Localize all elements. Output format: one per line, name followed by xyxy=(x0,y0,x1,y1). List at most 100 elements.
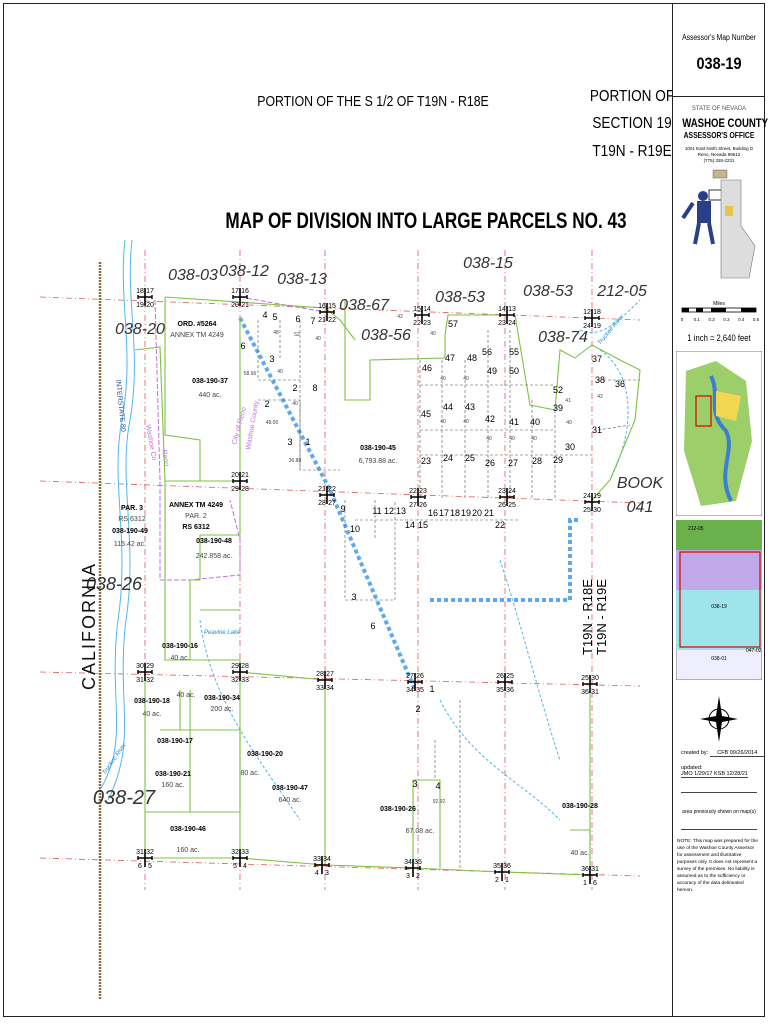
parcel-apn: 038-190-28 xyxy=(562,803,598,810)
corner-section-number: 36 xyxy=(581,866,589,873)
parcel-apn: RS 6312 xyxy=(182,524,209,531)
corner-section-number: 2 xyxy=(495,877,499,884)
corner-section-number: 35 xyxy=(414,859,422,866)
lot-number: 55 xyxy=(509,347,519,357)
previously-shown-label: area previously shown on map(s) xyxy=(682,809,756,815)
stream-line xyxy=(599,349,629,481)
disclaimer-note: NOTE: This map was prepared for the use … xyxy=(677,839,758,893)
office-label: ASSESSOR'S OFFICE xyxy=(683,131,755,140)
adjacent-map-label: 038-20 xyxy=(115,321,165,338)
lot-number: 2 xyxy=(292,383,297,393)
lot-number: 4 xyxy=(435,781,440,791)
lot-number: 22 xyxy=(495,520,505,530)
lot-acreage: 36.80 xyxy=(289,458,302,464)
corner-section-number: 26 xyxy=(496,673,504,680)
corner-section-number: 20 xyxy=(231,472,239,479)
corner-section-number: 35 xyxy=(493,863,501,870)
section-line xyxy=(39,480,641,504)
annexation-line xyxy=(430,518,580,602)
corner-section-number: 28 xyxy=(316,671,324,678)
lot-number: 29 xyxy=(553,455,563,465)
lot-acreage: 58.96 xyxy=(244,371,257,377)
lot-number: 24 xyxy=(443,453,453,463)
corner-section-number: 6 xyxy=(138,863,142,870)
scale-tick: 0 xyxy=(681,317,684,322)
corner-section-number: 1 xyxy=(583,880,587,887)
map-lines xyxy=(39,239,641,1000)
parcel-boundary xyxy=(189,481,241,660)
corner-section-number: 32 xyxy=(146,677,154,684)
stream-line xyxy=(439,699,561,821)
locator-label: 047-02 xyxy=(746,648,762,654)
corner-section-number: 34 xyxy=(326,685,334,692)
adjacent-map-label: 038-53 xyxy=(435,289,485,306)
corner-section-number: 3 xyxy=(325,870,329,877)
locator-map-vicinity: 212-05 038-19 038-01 047-02 xyxy=(676,520,762,680)
parcel-apn: 038-190-18 xyxy=(134,698,170,705)
portion-title: PORTION OF THE S 1/2 OF T19N - R18E xyxy=(257,93,488,109)
adjacent-map-label: 038-12 xyxy=(219,263,269,280)
corner-section-number: 18 xyxy=(136,288,144,295)
corner-section-number: 35 xyxy=(416,687,424,694)
stream-line xyxy=(199,619,301,821)
adjacent-map-label: 038-03 xyxy=(168,267,218,284)
lot-acreage: 40 xyxy=(430,331,436,337)
parcel-area: 115.42 ac. xyxy=(114,541,146,548)
lot-number: 30 xyxy=(565,442,575,452)
parcel-label: PAR. 3RS 6312 xyxy=(118,505,145,523)
adjacent-map-label: 212-05 xyxy=(596,283,647,300)
corner-section-number: 26 xyxy=(498,502,506,509)
scale-title: Miles xyxy=(713,301,725,307)
parcel-area: 6,793.88 ac. xyxy=(359,458,398,465)
stream-line xyxy=(107,239,135,801)
annexation-line xyxy=(238,317,417,691)
corner-section-number: 22 xyxy=(328,486,336,493)
created-label: created by: xyxy=(681,750,709,756)
parcel-map: PORTION OF THE S 1/2 OF T19N - R18E PORT… xyxy=(39,88,672,1000)
corner-section-number: 21 xyxy=(318,317,326,324)
parcel-area: RS 6312 xyxy=(118,516,145,523)
corner-section-number: 31 xyxy=(136,849,144,856)
lot-number: 23 xyxy=(421,456,431,466)
lot-number: 7 xyxy=(310,316,315,326)
scale-tick: 0.1 xyxy=(694,317,701,322)
corner-section-number: 29 xyxy=(231,663,239,670)
stream-line xyxy=(579,299,641,334)
lot-number: 57 xyxy=(448,319,458,329)
corner-section-number: 19 xyxy=(593,323,601,330)
lot-number: 26 xyxy=(485,458,495,468)
scale-text: 1 inch = 2,640 feet xyxy=(687,333,751,343)
updated-value: JMO 1/29/17 KSB 12/28/21 xyxy=(681,771,748,778)
corner-section-number: 28 xyxy=(241,663,249,670)
lot-acreage: 40 xyxy=(440,419,446,425)
adjacent-map-label: 038-67 xyxy=(339,297,390,314)
corner-section-number: 13 xyxy=(508,306,516,313)
corner-section-number: 12 xyxy=(583,309,591,316)
lot-number: 17 xyxy=(439,508,449,518)
created-value: CFB 09/26/2014 xyxy=(709,750,765,757)
lot-number: 16 xyxy=(428,508,438,518)
corner-section-number: 36 xyxy=(503,863,511,870)
parcel-apn: 038-190-17 xyxy=(157,738,193,745)
lot-number: 8 xyxy=(312,383,317,393)
adjacent-map-label: 038-13 xyxy=(277,271,327,288)
adjacent-map-label: 041 xyxy=(627,499,654,516)
corner-section-number: 24 xyxy=(508,488,516,495)
updated-label: updated: xyxy=(681,765,703,771)
lot-number: 56 xyxy=(482,347,492,357)
parcel-area: 80 ac. xyxy=(240,770,259,777)
lot-number: 10 xyxy=(350,524,360,534)
corner-section-number: 33 xyxy=(241,677,249,684)
assessor-logo-icon xyxy=(681,169,756,279)
lot-acreage: 52 xyxy=(294,332,300,338)
corner-section-number: 23 xyxy=(498,320,506,327)
